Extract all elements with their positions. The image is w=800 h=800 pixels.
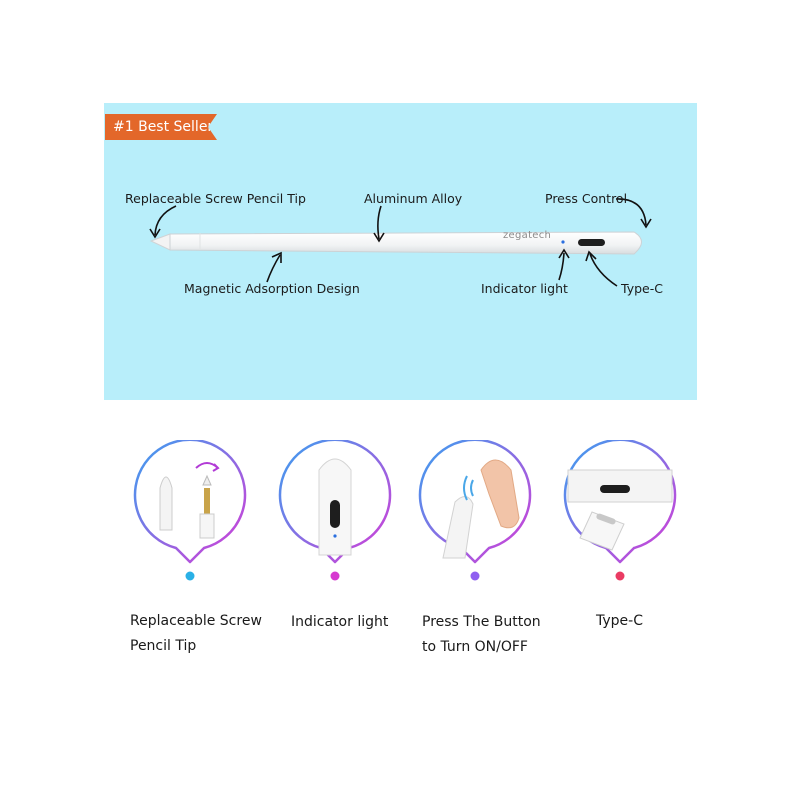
press-arrow: [615, 198, 647, 226]
tip-arrow: [154, 205, 177, 236]
magnetic-arrow: [266, 254, 281, 283]
feature-dot: [185, 571, 195, 581]
callout-magnetic: Magnetic Adsorption Design: [184, 281, 360, 296]
indicator-arrow: [558, 252, 565, 281]
feature-dot: [330, 571, 340, 581]
feature-press-button: [415, 440, 535, 585]
stylus-body: [169, 231, 642, 255]
typec-arrow: [589, 253, 618, 287]
feature-screw-tip: [130, 440, 250, 585]
callout-typec: Type-C: [621, 281, 663, 296]
typec-port: [578, 239, 605, 246]
finger-icon: [480, 459, 520, 529]
feature-indicator-light: [275, 440, 395, 585]
callout-indicator: Indicator light: [481, 281, 568, 296]
feature-type-c: [560, 440, 680, 585]
alloy-arrow: [377, 205, 382, 240]
indicator-dot: [561, 240, 565, 244]
feature-dot: [615, 571, 625, 581]
feature-caption-2: Indicator light: [291, 614, 389, 630]
brand-name: zegatech: [503, 230, 552, 241]
stylus-diagram: [149, 198, 652, 287]
callout-press: Press Control: [545, 191, 628, 206]
feature-dot: [470, 571, 480, 581]
feature-caption-4: Type-C: [596, 613, 643, 629]
best-seller-badge: #1 Best Seller: [105, 114, 217, 140]
callout-alloy: Aluminum Alloy: [364, 191, 463, 206]
callout-tip: Replaceable Screw Pencil Tip: [125, 191, 306, 206]
